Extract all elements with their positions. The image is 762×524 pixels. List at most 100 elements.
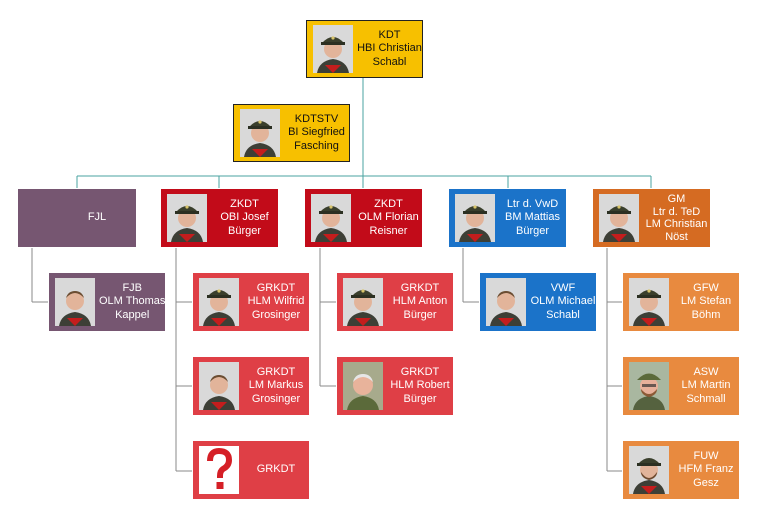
node-kdtstv: KDTSTV BI Siegfried Fasching — [233, 104, 350, 162]
node-role: FUW — [693, 449, 719, 462]
node-text: VWF OLM Michael Schabl — [530, 282, 596, 323]
node-text: FJB OLM Thomas Kappel — [99, 282, 165, 323]
portrait-firefighter-cap-icon — [629, 446, 669, 494]
node-fuw: FUW HFM Franz Gesz — [622, 440, 740, 500]
node-rank: GM — [667, 193, 686, 205]
node-name-line1: HBI Christian — [357, 42, 422, 55]
node-name-line1: OBI Josef — [220, 211, 269, 224]
portrait-firefighter-cap-icon — [343, 278, 383, 326]
portrait-firefighter-cap-icon — [240, 109, 280, 157]
node-vwf: VWF OLM Michael Schabl — [479, 272, 597, 332]
node-role: GFW — [693, 281, 719, 294]
portrait-firefighter-cap-icon — [629, 278, 669, 326]
node-role: GRKDT — [400, 365, 440, 378]
node-text: FJL — [18, 211, 136, 225]
portrait-firefighter-cap-icon — [599, 194, 639, 242]
portrait-firefighter-cap-icon — [199, 278, 239, 326]
node-name-line1: HFM Franz — [678, 463, 734, 476]
node-name-line2: Nöst — [665, 230, 688, 243]
node-grkdt-1: GRKDT HLM Wilfrid Grosinger — [192, 272, 310, 332]
node-name-line1: HLM Robert — [390, 379, 450, 392]
node-name-line2: Bürger — [403, 392, 437, 405]
portrait-firefighter-cap-icon — [313, 25, 353, 73]
node-text: GM Ltr d. TeD LM Christian Nöst — [643, 193, 710, 243]
portrait-civilian-icon — [629, 362, 669, 410]
node-text: GRKDT LM Markus Grosinger — [243, 366, 309, 407]
portrait-firefighter-cap-icon — [311, 194, 351, 242]
node-role: ASW — [693, 365, 719, 378]
node-text: Ltr d. VwD BM Mattias Bürger — [499, 198, 566, 239]
node-name-line1: BI Siegfried — [288, 126, 345, 139]
node-zkdt-2: ZKDT OLM Florian Reisner — [304, 188, 423, 248]
portrait-firefighter-bare-icon — [199, 362, 239, 410]
node-text: GRKDT HLM Robert Bürger — [387, 366, 453, 407]
node-gfw: GFW LM Stefan Böhm — [622, 272, 740, 332]
node-role: Ltr d. TeD — [652, 205, 701, 218]
portrait-firefighter-bare-icon — [55, 278, 95, 326]
node-name-line2: Schmall — [686, 392, 726, 405]
node-role: GRKDT — [256, 365, 296, 378]
node-grkdt-2: GRKDT LM Markus Grosinger — [192, 356, 310, 416]
portrait-firefighter-bare-icon — [486, 278, 526, 326]
portrait-firefighter-cap-icon — [167, 194, 207, 242]
node-name-line1: OLM Thomas — [99, 295, 166, 308]
node-name-line1: LM Stefan — [680, 295, 732, 308]
node-name-line2: Gesz — [693, 476, 719, 489]
node-role: Ltr d. VwD — [506, 197, 559, 210]
node-role: FJB — [122, 281, 142, 294]
node-name-line2: Bürger — [227, 224, 262, 237]
node-asw: ASW LM Martin Schmall — [622, 356, 740, 416]
node-kdt: KDT HBI Christian Schabl — [306, 20, 423, 78]
node-ltr-ted: GM Ltr d. TeD LM Christian Nöst — [592, 188, 711, 248]
node-text: ASW LM Martin Schmall — [673, 366, 739, 407]
node-text: FUW HFM Franz Gesz — [673, 450, 739, 491]
node-text: GFW LM Stefan Böhm — [673, 282, 739, 323]
node-name-line1: LM Markus — [248, 379, 304, 392]
node-name-line2: Böhm — [691, 308, 721, 321]
portrait-civilian-icon — [343, 362, 383, 410]
node-grkdt-4: GRKDT HLM Anton Bürger — [336, 272, 454, 332]
node-name-line2: Schabl — [546, 308, 580, 321]
node-role: GRKDT — [256, 281, 296, 294]
node-role: KDT — [378, 28, 401, 41]
node-role: ZKDT — [230, 197, 259, 210]
node-name-line2: Kappel — [115, 308, 150, 321]
node-name-line1: HLM Wilfrid — [247, 295, 305, 308]
node-text: GRKDT — [243, 463, 309, 477]
node-grkdt-3: GRKDT — [192, 440, 310, 500]
node-name-line1: OLM Florian — [358, 211, 419, 224]
node-text: ZKDT OLM Florian Reisner — [355, 198, 422, 239]
node-name-line1: LM Christian — [645, 218, 708, 230]
node-text: GRKDT HLM Anton Bürger — [387, 282, 453, 323]
node-grkdt-5: GRKDT HLM Robert Bürger — [336, 356, 454, 416]
node-name-line2: Schabl — [372, 55, 407, 68]
node-name-line1: BM Mattias — [504, 211, 560, 224]
portrait-firefighter-cap-icon — [455, 194, 495, 242]
node-fjb: FJB OLM Thomas Kappel — [48, 272, 166, 332]
node-role: ZKDT — [374, 197, 403, 210]
node-name-line2: Fasching — [294, 139, 339, 152]
node-name-line2: Reisner — [369, 224, 408, 237]
node-name-line2: Bürger — [515, 224, 550, 237]
node-zkdt-1: ZKDT OBI Josef Bürger — [160, 188, 279, 248]
node-name-line2: Grosinger — [251, 392, 301, 405]
node-ltr-vwd: Ltr d. VwD BM Mattias Bürger — [448, 188, 567, 248]
node-text: GRKDT HLM Wilfrid Grosinger — [243, 282, 309, 323]
node-name-line2: Bürger — [403, 308, 437, 321]
node-name-line1: LM Martin — [681, 379, 731, 392]
node-role: KDTSTV — [294, 112, 339, 125]
node-text: KDTSTV BI Siegfried Fasching — [284, 113, 349, 154]
node-name-line2: Grosinger — [251, 308, 301, 321]
node-text: ZKDT OBI Josef Bürger — [211, 198, 278, 239]
node-role: GRKDT — [256, 463, 296, 476]
node-role: VWF — [550, 281, 576, 294]
node-name-line1: HLM Anton — [392, 295, 448, 308]
node-text: KDT HBI Christian Schabl — [357, 29, 422, 70]
node-fjl: FJL — [17, 188, 137, 248]
node-name-line1: OLM Michael — [530, 295, 596, 308]
node-role: GRKDT — [400, 281, 440, 294]
node-role: FJL — [87, 211, 107, 224]
question-mark-icon — [199, 446, 239, 494]
